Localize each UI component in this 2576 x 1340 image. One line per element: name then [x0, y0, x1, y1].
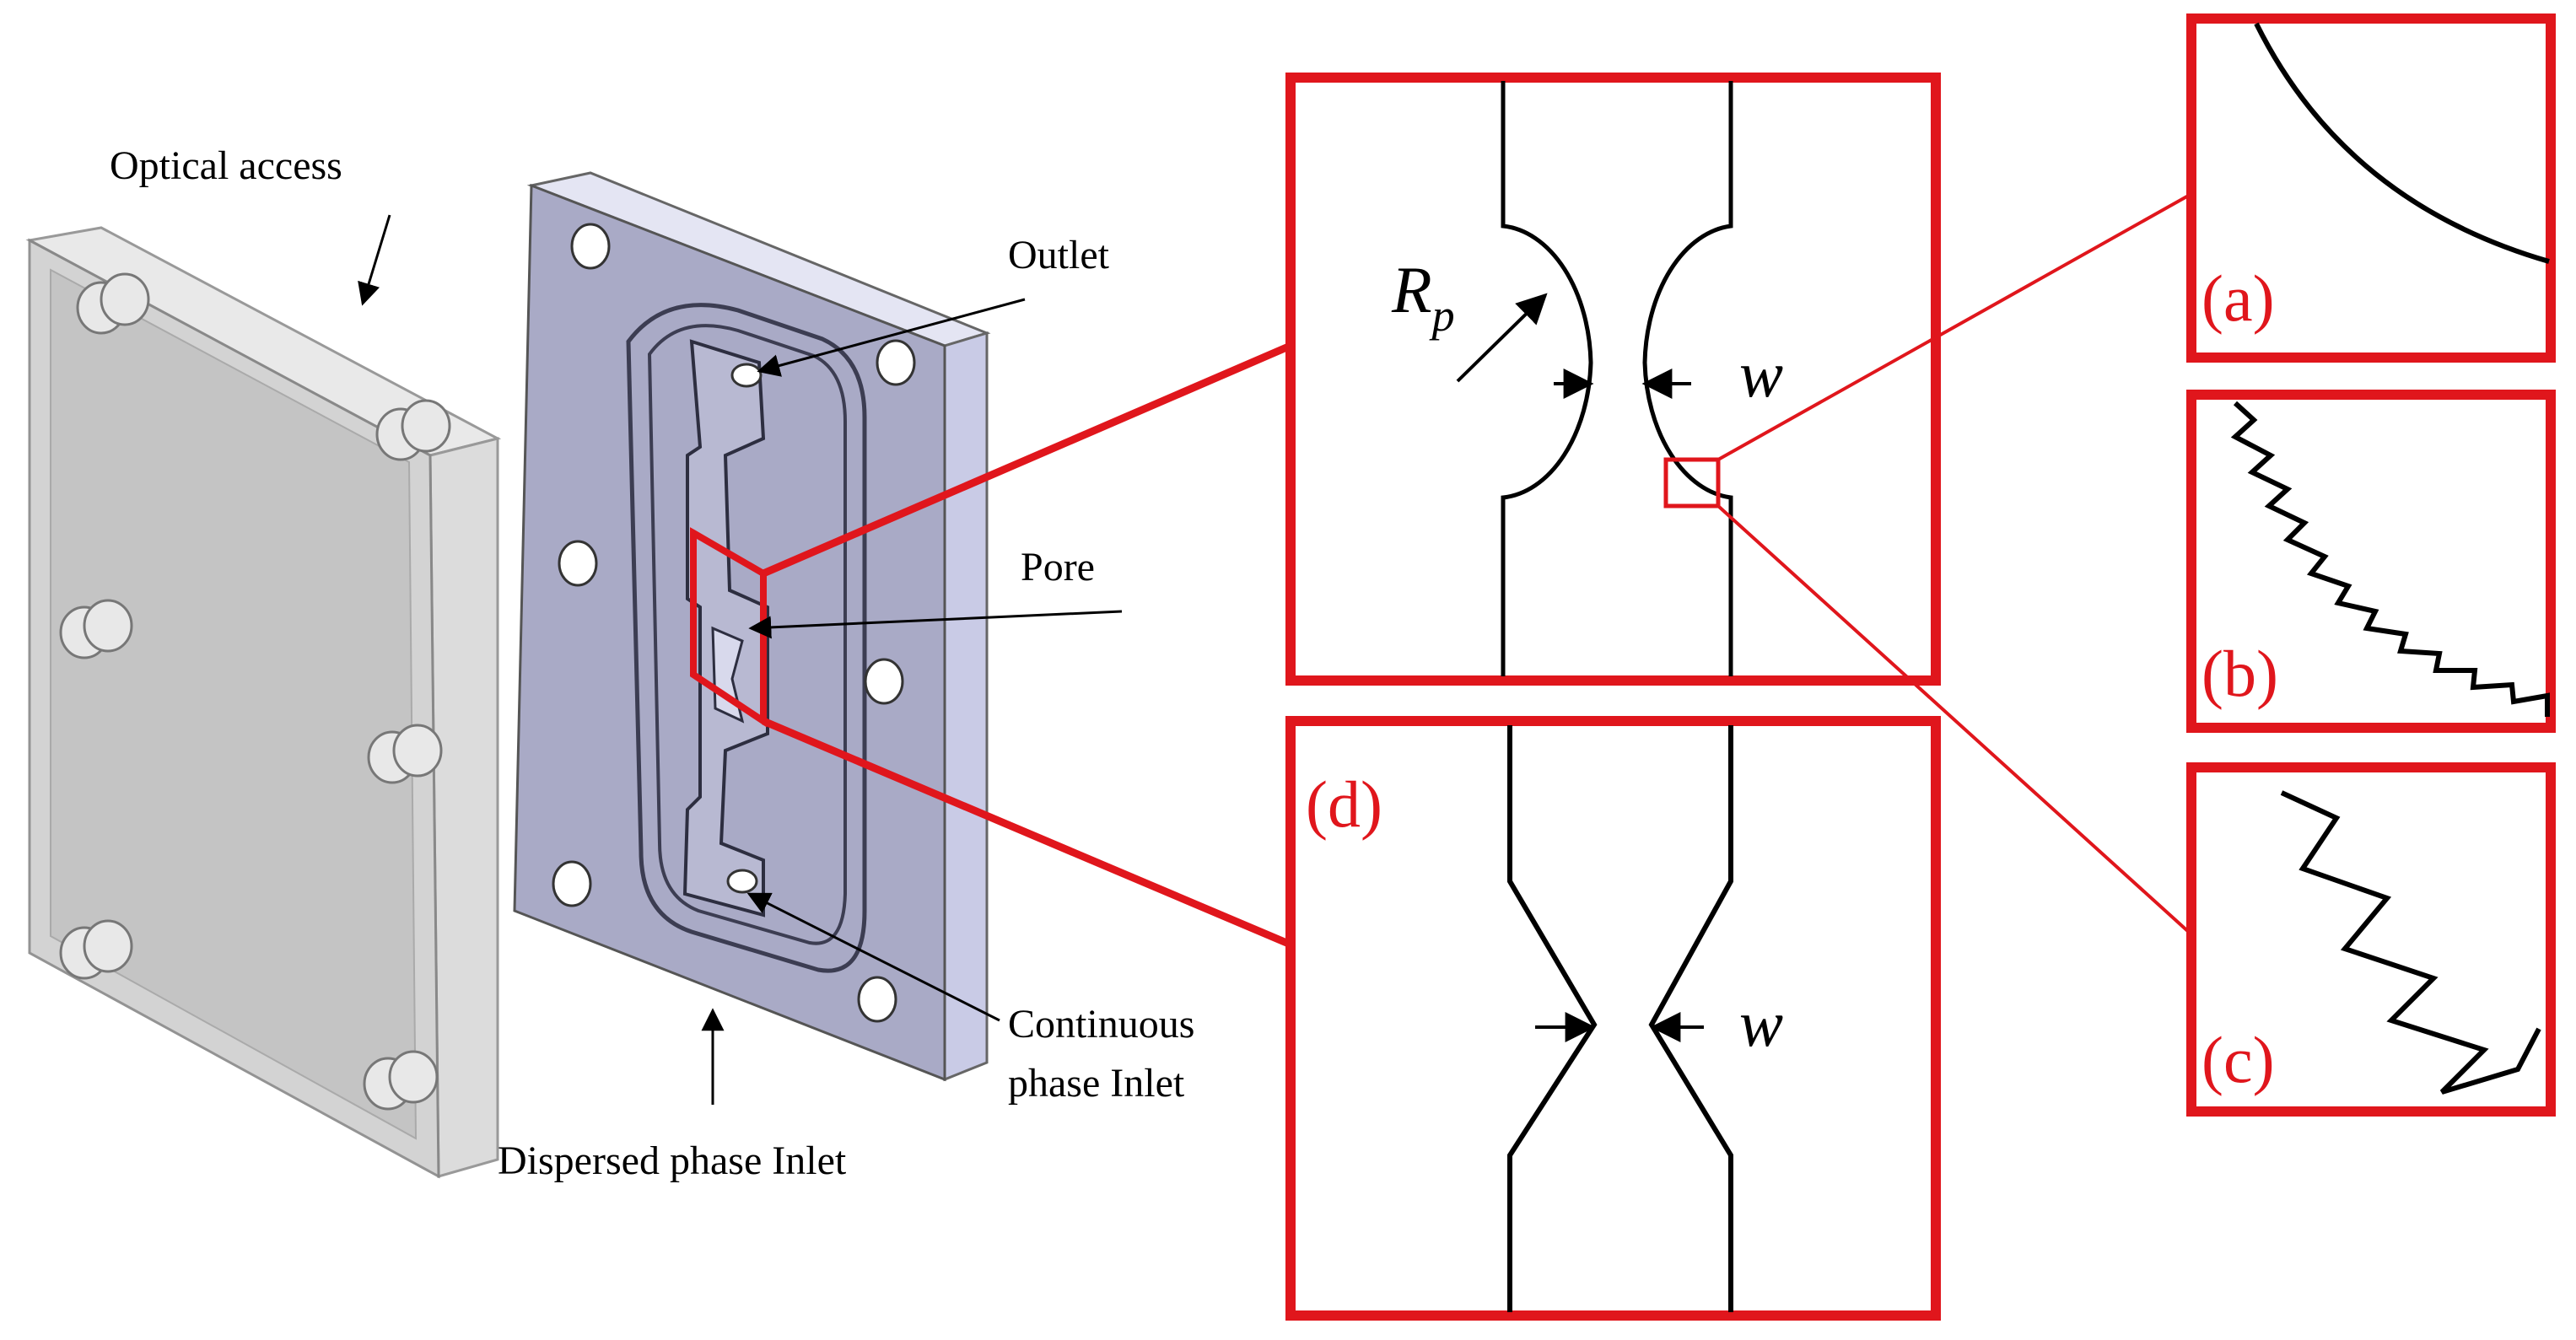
- panel-label-c: (c): [2201, 1023, 2275, 1096]
- glass-plate: [25, 226, 502, 1179]
- panel-b-fine-roughness: (b): [2186, 390, 2556, 733]
- w-symbol-bottom: w: [1739, 987, 1783, 1060]
- glass-holes: [59, 272, 451, 1111]
- panel-a-smooth: (a): [2186, 13, 2556, 363]
- label-pore: Pore: [1021, 545, 1095, 589]
- panel-label-d: (d): [1306, 767, 1382, 841]
- panel-c-coarse-roughness: (c): [2186, 762, 2556, 1117]
- detail-box: [1663, 457, 1721, 509]
- panel-d-triangular-pore: w (d): [1285, 716, 1941, 1321]
- w-symbol-top: w: [1739, 337, 1783, 411]
- panel-label-a: (a): [2201, 261, 2275, 335]
- zoom-callout-lines: [762, 342, 1292, 949]
- annotation-arrows: [358, 214, 1123, 1105]
- label-outlet: Outlet: [1008, 233, 1110, 277]
- panel-label-b: (b): [2201, 637, 2278, 710]
- label-dispersed: Dispersed phase Inlet: [498, 1138, 847, 1183]
- label-continuous-2: phase Inlet: [1008, 1061, 1185, 1106]
- rp-symbol: Rp: [1391, 253, 1455, 341]
- panel-circular-pore: Rp w: [1285, 73, 1941, 686]
- label-continuous-1: Continuous: [1008, 1002, 1194, 1047]
- label-optical-access: Optical access: [110, 143, 342, 188]
- detail-callout-lines: [1716, 192, 2193, 936]
- plate-holes: [552, 223, 916, 1023]
- main-plate: [513, 171, 991, 1082]
